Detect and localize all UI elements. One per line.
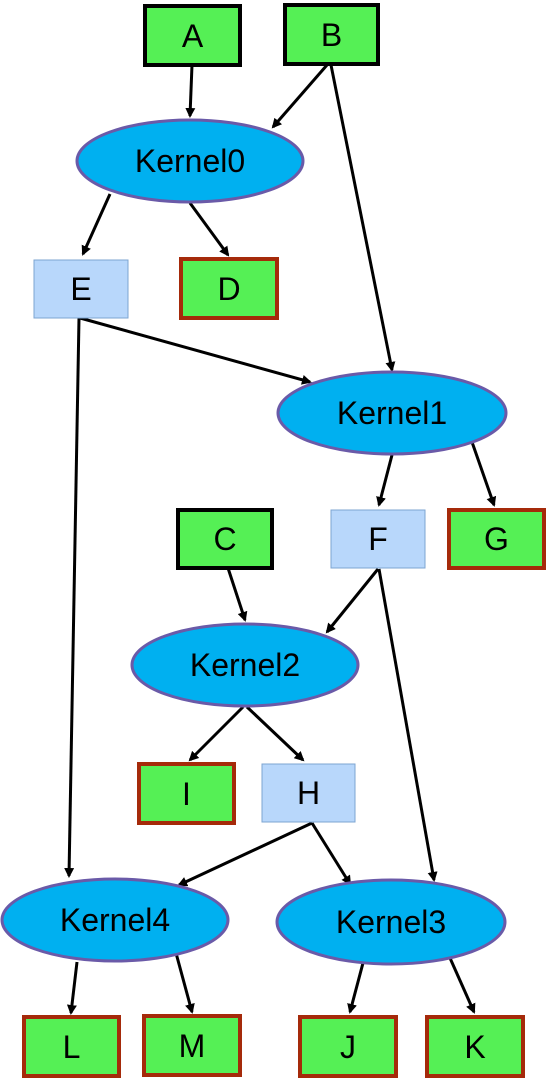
node-k-box: K: [425, 1015, 525, 1078]
edge-kernel3-to-j: [347, 962, 365, 1014]
edge-kernel4-to-l: [66, 961, 79, 1015]
node-a-label: A: [182, 18, 204, 54]
kernel2-node: Kernel2: [130, 622, 360, 708]
node-j-box: J: [298, 1015, 398, 1078]
node-d-label: D: [217, 271, 240, 307]
node-a-box: A: [143, 4, 242, 67]
node-f-box: F: [330, 509, 426, 569]
node-j-label: J: [340, 1029, 356, 1065]
node-d-box: D: [179, 257, 279, 320]
node-m-label: M: [179, 1028, 206, 1064]
edge-kernel2-to-i: [188, 705, 245, 762]
node-g-label: G: [484, 521, 509, 557]
edge-kernel4-to-m: [174, 952, 195, 1014]
node-i-label: I: [182, 776, 191, 812]
edge-kernel1-to-g: [470, 441, 497, 507]
node-i-box: I: [137, 762, 236, 825]
edge-kernel2-to-h: [245, 705, 305, 762]
node-l-label: L: [63, 1029, 81, 1065]
edge-kernel3-to-k: [448, 957, 476, 1014]
kernel3-label: Kernel3: [336, 904, 446, 940]
node-c-box: C: [176, 508, 274, 570]
node-c-label: C: [213, 521, 236, 557]
edge-kernel1-to-f: [376, 454, 394, 507]
kernel3-node: Kernel3: [275, 878, 507, 966]
node-f-label: F: [368, 521, 388, 557]
node-k-label: K: [464, 1029, 485, 1065]
edge-kernel0-to-d: [188, 202, 230, 257]
edge-f-to-kernel3: [377, 568, 438, 882]
edge-a-to-kernel0: [185, 64, 196, 118]
edge-kernel0-to-e: [81, 193, 112, 256]
edges: [64, 64, 497, 1015]
node-b-label: B: [321, 17, 342, 53]
kernel0-label: Kernel0: [135, 143, 245, 179]
kernel1-label: Kernel1: [337, 395, 447, 431]
node-h-label: H: [297, 775, 320, 811]
edge-h-to-kernel4: [177, 821, 313, 887]
kernel4-label: Kernel4: [60, 902, 170, 938]
node-g-box: G: [447, 508, 546, 570]
edge-b-to-kernel1: [329, 64, 396, 372]
kernel2-label: Kernel2: [190, 647, 300, 683]
node-e-label: E: [70, 271, 91, 307]
node-l-box: L: [22, 1015, 121, 1078]
node-m-box: M: [142, 1014, 242, 1077]
edge-b-to-kernel0: [271, 64, 329, 129]
kernel0-node: Kernel0: [75, 118, 305, 204]
kernel1-node: Kernel1: [276, 370, 508, 456]
kernel4-node: Kernel4: [0, 877, 230, 963]
edge-e-to-kernel1: [79, 316, 312, 385]
node-h-box: H: [261, 763, 356, 823]
edge-h-to-kernel3: [310, 822, 352, 886]
node-b-box: B: [283, 3, 380, 66]
edge-c-to-kernel2: [226, 567, 248, 622]
edge-f-to-kernel2: [325, 568, 380, 634]
node-e-box: E: [33, 259, 129, 319]
edge-e-to-kernel4: [64, 317, 81, 878]
